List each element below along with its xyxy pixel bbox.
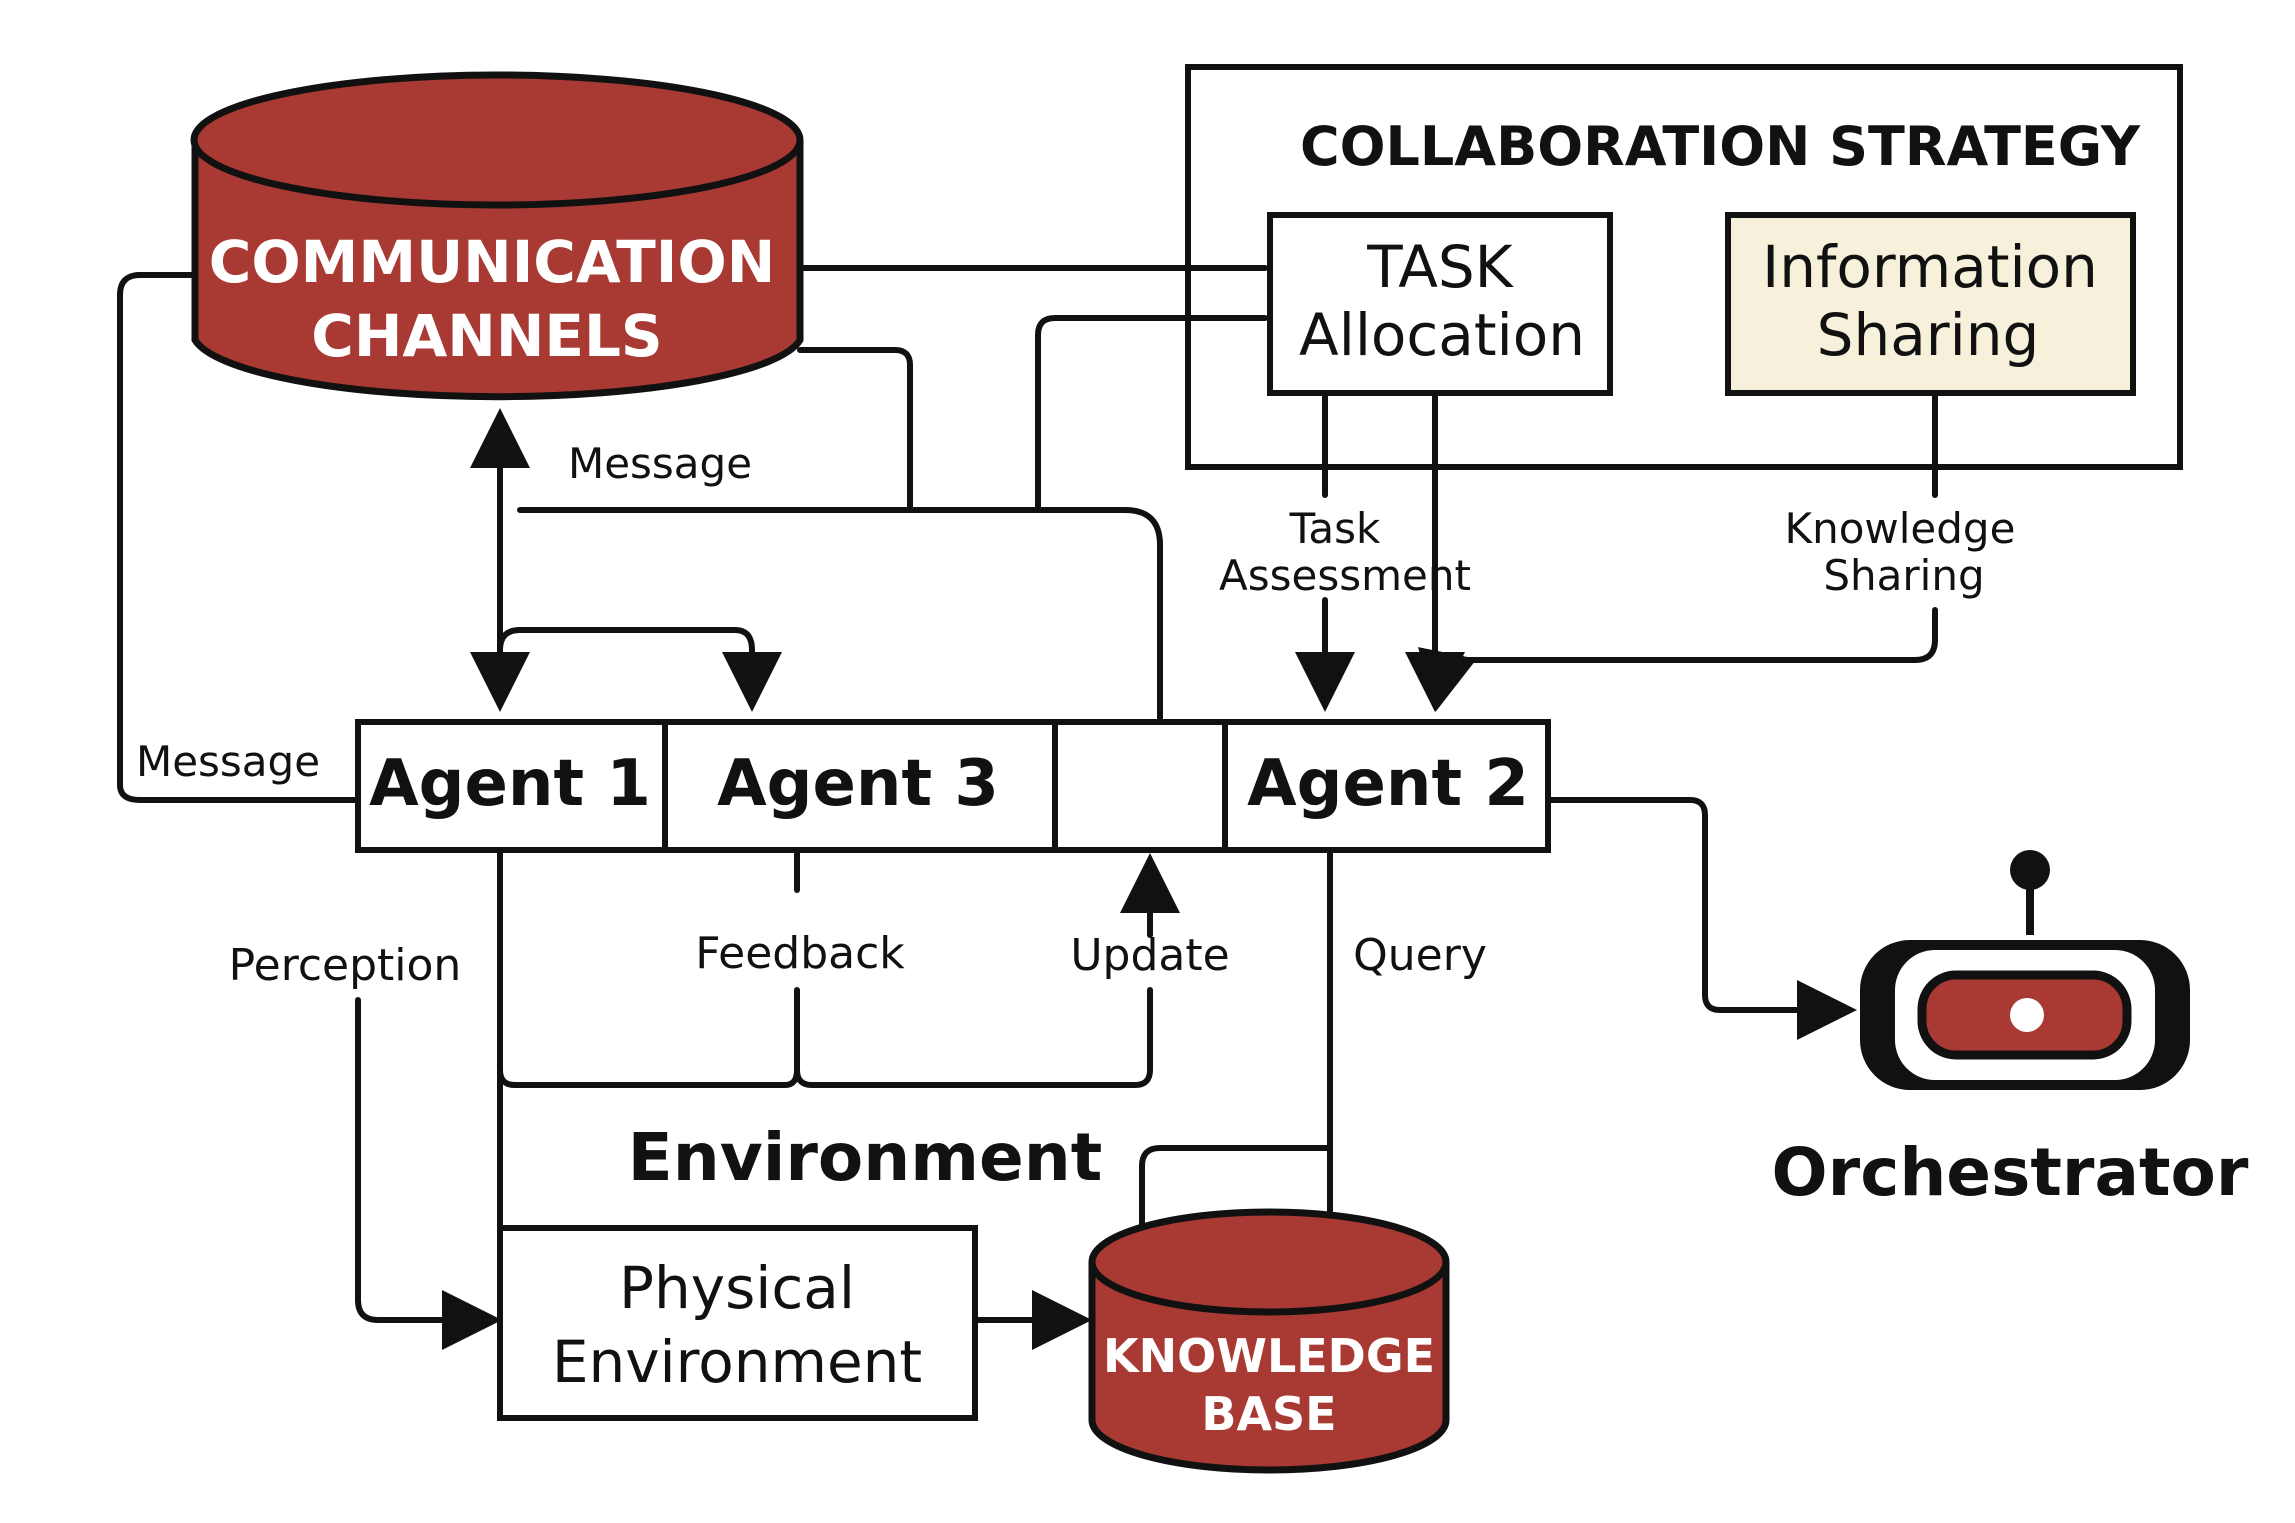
connector-query-hook (1139, 1145, 1333, 1228)
arrow-perception (355, 997, 502, 1350)
task-allocation-box: TASK Allocation (1267, 212, 1613, 396)
knowledge-base-database: KNOWLEDGE BASE (1088, 1208, 1450, 1474)
physical-environment-box: Physical Environment (497, 1225, 978, 1421)
physical-environment-label-line2: Environment (552, 1328, 922, 1396)
task-assessment-label-line1: Task (1289, 504, 1381, 553)
feedback-label: Feedback (695, 928, 905, 979)
connector-env-bracket-right (794, 987, 1153, 1088)
orchestrator-label: Orchestrator (1772, 1134, 2249, 1211)
perception-label: Perception (229, 940, 462, 991)
knowledge-base-label-line1: KNOWLEDGE (1103, 1329, 1435, 1383)
agent-2: Agent 2 (1247, 747, 1529, 821)
task-assessment-label-line2: Assessment (1219, 551, 1471, 600)
robot-icon (1860, 850, 2190, 1090)
connector-labels: Message Message Task Assessment Knowledg… (136, 439, 2015, 1196)
knowledge-base-label-line2: BASE (1201, 1387, 1336, 1441)
arrow-agent1-to-agent3 (497, 627, 782, 712)
connector-comm-loop (797, 347, 913, 513)
environment-label: Environment (628, 1119, 1103, 1196)
communication-channels-label-line2: CHANNELS (311, 302, 662, 370)
task-allocation-label-line1: TASK (1366, 233, 1514, 301)
connectors (117, 265, 1938, 1350)
collaboration-strategy-title: COLLABORATION STRATEGY (1300, 115, 2141, 178)
knowledge-sharing-label-line2: Sharing (1823, 551, 1984, 600)
information-sharing-label-line2: Sharing (1817, 301, 2040, 369)
connector-task-loop (1035, 315, 1268, 513)
update-label: Update (1070, 930, 1229, 981)
communication-channels-database: COMMUNICATION CHANNELS (190, 71, 804, 401)
information-sharing-box: Information Sharing (1725, 212, 2136, 396)
connector-env-bracket-left (497, 987, 800, 1088)
message-label-left: Message (136, 737, 320, 786)
collaboration-strategy-panel: COLLABORATION STRATEGY TASK Allocation I… (1185, 64, 2183, 470)
communication-channels-label-line1: COMMUNICATION (209, 228, 775, 296)
agent-1: Agent 1 (369, 747, 651, 821)
task-allocation-label-line2: Allocation (1299, 301, 1585, 369)
connector-message-bar (517, 507, 1163, 723)
orchestrator: Orchestrator (1772, 850, 2249, 1211)
query-label: Query (1353, 930, 1487, 981)
physical-environment-label-line1: Physical (619, 1254, 855, 1322)
agent-3: Agent 3 (717, 747, 999, 821)
arrow-agent2-to-orchestrator (1547, 797, 1857, 1040)
arrow-knowledge-sharing (1417, 607, 1938, 712)
information-sharing-label-line1: Information (1762, 233, 2098, 301)
knowledge-sharing-label-line1: Knowledge (1785, 504, 2016, 553)
agents-bar: Agent 1 Agent 3 Agent 2 (355, 719, 1551, 853)
agent-empty-slot (1058, 725, 1222, 847)
message-label-top: Message (568, 439, 752, 488)
connector-message-left (117, 272, 363, 803)
